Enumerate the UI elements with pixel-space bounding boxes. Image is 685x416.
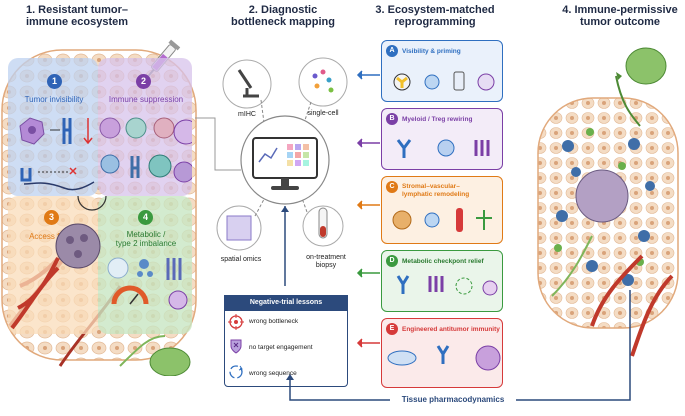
label-spatial-omics: spatial omics [220,256,262,263]
strategy-a-label: Visibility & priming [402,48,461,55]
quadrant-2-label: Immune suppression [108,95,184,104]
lesson-no-target-engagement: no target engagement [249,344,313,351]
column-title-resistant: 1. Resistant tumor– immune ecosystem [25,4,129,28]
permissive-tissue-illustration [537,47,679,357]
diagnostic-panel-illustration [195,57,348,286]
quadrant-2-badge: 2 [136,74,151,89]
strategy-a-box: A Visibility & priming [381,40,503,102]
strategy-d-badge: D [386,255,398,267]
cycle-icon [229,365,243,379]
strategy-b-badge: B [386,113,398,125]
lesson-wrong-sequence: wrong sequence [249,370,297,377]
label-mihc: mIHC [238,111,256,118]
quadrant-3-badge: 3 [44,210,59,225]
shield-x-icon [230,339,242,354]
quadrant-3-label: Access failure [29,232,79,241]
column-title-reprogramming: 3. Ecosystem-matched reprogramming [375,4,495,28]
quadrant-4-badge: 4 [138,210,153,225]
strategy-e-badge: E [386,323,398,335]
strategy-b-label: Myeloid / Treg rewiring [402,116,473,123]
strategy-d-label: Metabolic checkpont relief [402,258,484,265]
quadrant-1-label: Tumor invisibility [24,95,84,104]
tissue-pharmacodynamics-label: Tissue pharmacodynamics [390,394,516,406]
strategy-b-box: B Myeloid / Treg rewiring [381,108,503,170]
label-single-cell: single-cell [307,110,339,117]
quadrant-4-label: Metabolic / type 2 imbalance [115,230,177,248]
column-title-outcome: 4. Immune-permissive tumor outcome [562,4,678,28]
strategy-c-label: Stromal–vascular– lymphatic remodeling [402,183,470,198]
strategy-icons [356,70,501,371]
column-title-diagnostic: 2. Diagnostic bottleneck mapping [231,4,335,28]
strategy-e-label: Engineered antitumor immunity [402,326,500,333]
target-icon [228,314,244,330]
lesson-icons [228,314,244,379]
negative-trial-lessons-title: Negative-trial lessons [224,295,348,311]
label-on-treatment-biopsy: on-treatment biopsy [306,254,346,269]
strategy-a-badge: A [386,45,398,57]
feedback-arrow [286,290,631,401]
strategy-c-box: C Stromal–vascular– lymphatic remodeling [381,176,503,244]
quadrant-1-badge: 1 [47,74,62,89]
lesson-wrong-bottleneck: wrong bottleneck [249,318,299,325]
quadrant-cell-icons [10,117,192,330]
strategy-c-badge: C [386,181,398,193]
